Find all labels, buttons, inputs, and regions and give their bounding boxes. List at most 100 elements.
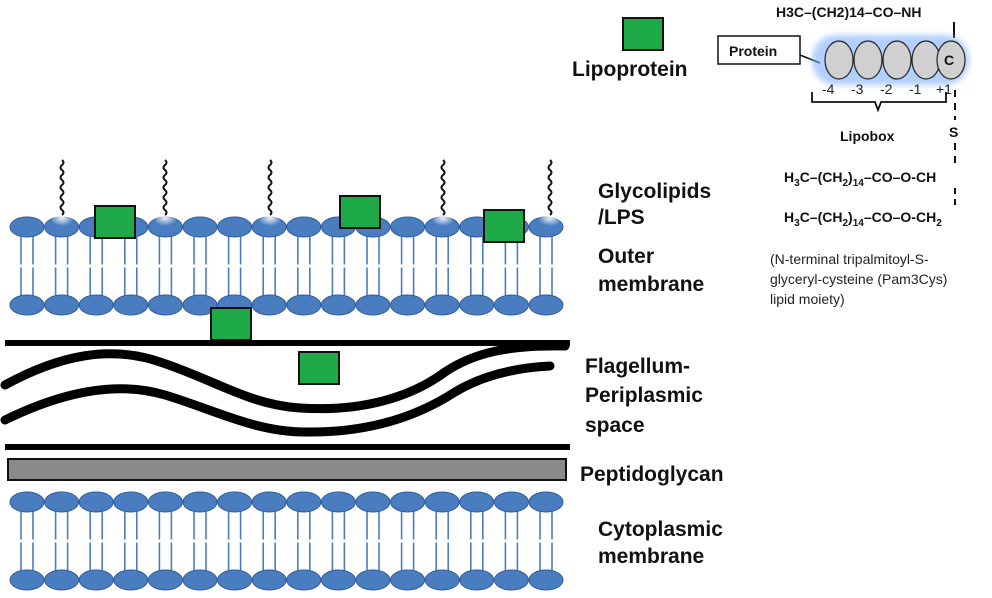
glycolipid-chain — [547, 159, 553, 216]
outer-membrane-label: Outer — [598, 245, 654, 268]
lipid-head — [78, 569, 114, 591]
flagellum-label: Flagellum- — [585, 355, 690, 378]
lipid-head — [424, 294, 460, 316]
cysteine-bead — [936, 40, 966, 80]
lipid-head — [44, 569, 80, 591]
amino-acid-bead — [911, 40, 941, 80]
space-label: space — [585, 414, 645, 437]
cytoplasmic-label-2: membrane — [598, 545, 704, 568]
lipobox-bracket — [811, 92, 947, 113]
amino-acid-bead — [882, 40, 912, 80]
outer-membrane-label-2: membrane — [598, 273, 704, 296]
lipid-head — [355, 491, 391, 513]
lipoprotein-square — [298, 351, 340, 385]
lipid-head — [493, 491, 529, 513]
lipid-head — [217, 216, 253, 238]
amino-acid-bead — [824, 40, 854, 80]
lipid-head — [459, 294, 495, 316]
glycolipid-chains — [50, 159, 562, 226]
lipid-head — [9, 569, 45, 591]
lipid-head — [9, 491, 45, 513]
sulfur-label: S — [949, 124, 958, 140]
lipid-head — [182, 294, 218, 316]
lipid-head — [459, 491, 495, 513]
lipid-head — [182, 569, 218, 591]
pam3cys-structure: H3C–(CH2)14–CO–NH Protein C -4-3-2-1+1 L… — [717, 4, 969, 307]
lipid-head — [390, 491, 426, 513]
lipid-head — [493, 294, 529, 316]
peptidoglycan-label: Peptidoglycan — [580, 463, 724, 486]
lipid-head — [217, 491, 253, 513]
lipobox-beads — [824, 40, 966, 80]
glycolipid-chain — [162, 159, 168, 216]
lipid-head — [355, 294, 391, 316]
lipoprotein-square — [210, 307, 252, 341]
lipid-head — [459, 569, 495, 591]
lipid-head — [286, 216, 322, 238]
lipid-head — [528, 294, 564, 316]
cysteine-letter: C — [944, 52, 954, 68]
lipid-head — [528, 569, 564, 591]
lipid-head — [182, 491, 218, 513]
lipoprotein-markers — [94, 195, 525, 385]
lipid-head — [9, 216, 45, 238]
position-number: -4 — [822, 81, 835, 97]
lipoprotein-square — [483, 209, 525, 243]
position-number: -2 — [880, 81, 893, 97]
legend-lipoprotein-label: Lipoprotein — [572, 58, 687, 81]
lipid-head — [320, 491, 356, 513]
amino-acid-bead — [853, 40, 883, 80]
lipid-head — [251, 294, 287, 316]
lipid-head — [320, 569, 356, 591]
outer-membrane-bilayer — [9, 216, 564, 316]
legend-lipoprotein-icon — [622, 17, 664, 51]
lipoprotein-square — [94, 205, 136, 239]
lipid-head — [424, 569, 460, 591]
pam3cys-note-1: (N-terminal tripalmitoyl-S- — [770, 251, 929, 267]
position-number: -1 — [909, 81, 922, 97]
position-number: +1 — [936, 81, 952, 97]
pam3cys-note-2: glyceryl-cysteine (Pam3Cys) — [770, 271, 947, 287]
lipid-head — [44, 294, 80, 316]
lipid-head — [286, 294, 322, 316]
ester-line-2: H3C–(CH2)14–CO–O-CH2 — [784, 209, 942, 229]
lipid-head — [9, 294, 45, 316]
lipid-head — [113, 491, 149, 513]
lipid-head — [217, 569, 253, 591]
glycolipid-chain — [267, 159, 273, 216]
periplasmic-label: Periplasmic — [585, 384, 703, 407]
lipid-head — [113, 294, 149, 316]
lipid-head — [493, 569, 529, 591]
glycolipid-chain — [440, 159, 446, 216]
lipid-head — [286, 569, 322, 591]
lipid-head — [147, 569, 183, 591]
protein-box — [717, 35, 801, 65]
cytoplasmic-label: Cytoplasmic — [598, 518, 723, 541]
lipid-head — [182, 216, 218, 238]
lipid-head — [78, 491, 114, 513]
pam3cys-note-3: lipid moiety) — [770, 291, 845, 307]
lipid-head — [113, 569, 149, 591]
lipid-head — [390, 216, 426, 238]
lipid-head — [320, 294, 356, 316]
glycolipids-label-2: /LPS — [598, 206, 645, 229]
lipid-head — [251, 491, 287, 513]
glycolipid-chain — [59, 159, 65, 216]
position-numbers: -4-3-2-1+1 — [822, 81, 952, 97]
glycolipids-label: Glycolipids — [598, 180, 711, 203]
lipid-head — [78, 294, 114, 316]
lipid-head — [390, 294, 426, 316]
lipid-head — [286, 491, 322, 513]
peptidoglycan-layer — [7, 458, 567, 481]
top-formula: H3C–(CH2)14–CO–NH — [776, 4, 922, 20]
lipid-head — [147, 294, 183, 316]
ester-line-1: H3C–(CH2)14–CO–O-CH — [784, 169, 936, 189]
lipid-head — [147, 491, 183, 513]
lipid-head — [528, 491, 564, 513]
cytoplasmic-membrane-bilayer — [9, 491, 564, 591]
lipid-head — [251, 569, 287, 591]
protein-label: Protein — [729, 43, 777, 59]
lipid-head — [355, 569, 391, 591]
flagellum — [0, 341, 570, 437]
